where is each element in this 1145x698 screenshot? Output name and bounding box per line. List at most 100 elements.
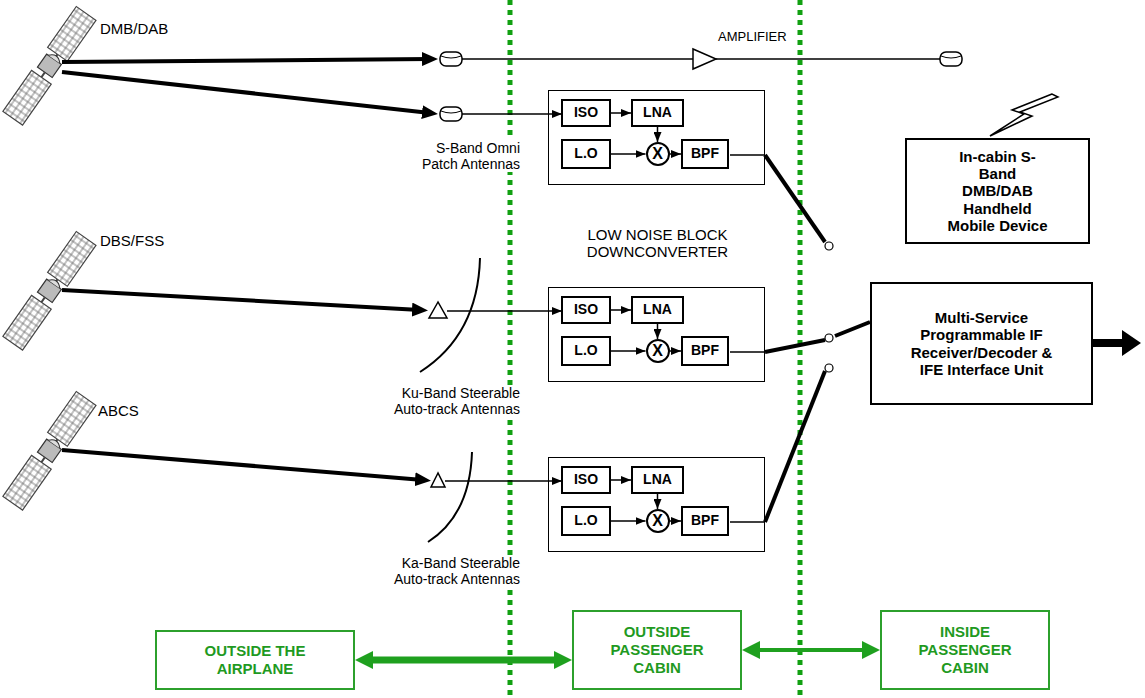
block-label: LOW NOISE BLOCK DOWNCONVERTER [555,226,760,261]
node-text: ISO [574,472,598,487]
switch-contact [825,242,833,250]
signal-arrow [670,153,682,155]
dish-reflector [428,452,472,542]
feed-line [445,480,562,482]
lna-box: LNA [631,296,684,324]
node-text: X [652,146,663,162]
signal-arrow [657,324,659,339]
node-text: L.O [574,146,597,161]
dish-feed [431,473,445,487]
feed-line [716,58,940,60]
antenna-label: Ku-Band Steerable Auto-track Antennas [380,385,520,417]
mixer-circle: X [646,339,670,363]
lo-box: L.O [561,506,611,536]
node-text: X [652,513,663,529]
label-text: ABCS [98,402,139,419]
lnb-box: ISO LNA L.O X BPF [548,457,765,552]
bpf-box: BPF [681,139,729,169]
signal-arrow [611,520,646,522]
node-text: BPF [691,343,719,358]
satellite-label: DMB/DAB [100,20,200,37]
label-text: DMB/DAB [100,20,168,37]
node-text: BPF [691,513,719,528]
switch-lever [835,322,870,336]
label-text: Ku-Band Steerable Auto-track Antennas [394,385,520,417]
patch-antenna [440,52,462,66]
node-text: Multi-Service Programmable IF Receiver/D… [902,309,1062,378]
antenna-label: S-Band Omni Patch Antennas [410,140,520,172]
label-text: LOW NOISE BLOCK DOWNCONVERTER [587,226,728,260]
node-text: OUTSIDE THE AIRPLANE [180,642,330,678]
node-text: ISO [574,105,598,120]
signal-arrow [657,127,659,142]
lna-box: LNA [631,99,684,127]
patch-antenna [940,52,962,66]
signal-beam [62,290,420,310]
dish-reflector [420,258,480,372]
zone-box: OUTSIDE PASSENGER CABIN [572,610,742,690]
iso-box: ISO [561,296,611,324]
output-line [765,371,825,522]
output-arrow [1093,339,1124,347]
mixer-circle: X [646,142,670,166]
receiver-box: Multi-Service Programmable IF Receiver/D… [870,282,1093,405]
signal-arrow [611,153,646,155]
node-text: LNA [643,105,672,120]
signal-beam [62,59,430,62]
node-text: LNA [643,302,672,317]
lo-box: L.O [561,336,611,366]
signal-arrow [670,350,682,352]
feed-line [447,310,562,312]
output-line [765,340,825,352]
lnb-box: ISO LNA L.O X BPF [548,287,765,382]
signal-arrow [611,309,631,311]
node-text: L.O [574,513,597,528]
switch-contact [825,364,833,372]
label-text: S-Band Omni Patch Antennas [422,140,520,172]
output-arrow [1122,330,1141,356]
signal-arrow [611,112,631,114]
zone-box: INSIDE PASSENGER CABIN [880,610,1050,690]
feed-line [462,58,693,60]
node-text: X [652,343,663,359]
satellite-label: DBS/FSS [100,232,200,249]
output-line [730,521,765,523]
output-line [730,154,765,156]
zone-divider [798,0,803,698]
signal-arrow [611,479,631,481]
zone-arrow [752,648,870,652]
output-line [765,155,825,242]
signal-beam [62,72,430,113]
zone-arrow [365,657,562,664]
lo-box: L.O [561,139,611,169]
radio-bolt [990,94,1058,136]
label-text: DBS/FSS [100,232,164,249]
bpf-box: BPF [681,336,729,366]
satellite-label: ABCS [98,402,198,419]
node-text: L.O [574,343,597,358]
node-text: BPF [691,146,719,161]
node-text: ISO [574,302,598,317]
device-box: In-cabin S-Band DMB/DAB Handheld Mobile … [905,138,1090,244]
satellite [3,7,96,126]
feed-line [462,113,562,115]
switch-contact [825,334,833,342]
antenna-label: Ka-Band Steerable Auto-track Antennas [380,555,520,587]
lna-box: LNA [631,466,684,494]
label-text: AMPLIFIER [718,29,787,44]
node-text: OUTSIDE PASSENGER CABIN [602,623,712,677]
zone-divider [508,0,513,698]
node-text: LNA [643,472,672,487]
lnb-box: ISO LNA L.O X BPF [548,90,765,185]
label-text: Ka-Band Steerable Auto-track Antennas [394,555,520,587]
zone-box: OUTSIDE THE AIRPLANE [155,630,355,690]
bpf-box: BPF [681,506,729,536]
iso-box: ISO [561,99,611,127]
node-text: INSIDE PASSENGER CABIN [910,623,1020,677]
output-line [730,351,765,353]
iso-box: ISO [561,466,611,494]
signal-arrow [657,494,659,509]
amplifier-label: AMPLIFIER [718,30,808,45]
node-text: In-cabin S-Band DMB/DAB Handheld Mobile … [945,148,1050,234]
